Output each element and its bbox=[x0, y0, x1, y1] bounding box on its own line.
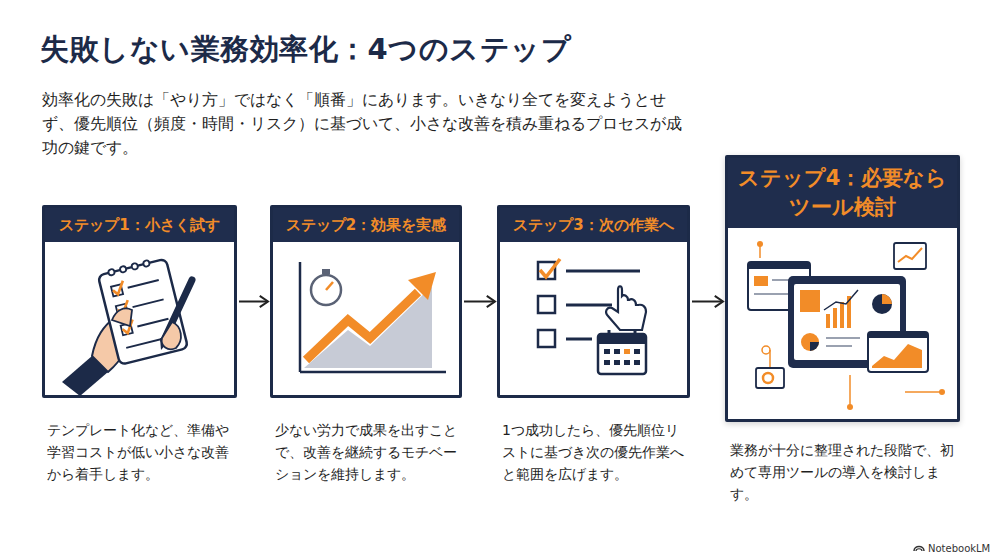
intro-text: 効率化の失敗は「やり方」ではなく「順番」にあります。いきなり全てを変えようとせず… bbox=[42, 88, 682, 160]
flow-arrow bbox=[239, 296, 268, 307]
arrow-head bbox=[715, 296, 723, 307]
step-title: ステップ3：次の作業へ bbox=[513, 215, 673, 236]
step-header: ステップ4：必要ならツール検討 bbox=[728, 158, 957, 228]
watermark-text: NotebookLM bbox=[928, 543, 990, 554]
step-description: 業務が十分に整理された段階で、初めて専用ツールの導入を検討します。 bbox=[730, 439, 962, 505]
step-box: ステップ3：次の作業へ1つ成功したら、優先順位リストに基づき次の優先作業へと範囲… bbox=[497, 205, 690, 398]
watermark-icon-part bbox=[914, 547, 924, 552]
step-header: ステップ1：小さく試す bbox=[45, 208, 234, 242]
step-title: ステップ1：小さく試す bbox=[59, 215, 219, 236]
step-box: ステップ2：効果を実感少ない労力で成果を出すことで、改善を継続するモチベーション… bbox=[270, 205, 462, 398]
step-header: ステップ2：効果を実感 bbox=[273, 208, 459, 242]
arrow-line bbox=[239, 301, 268, 303]
step-box: ステップ1：小さく試すテンプレート化など、準備や学習コストが低い小さな改善から着… bbox=[42, 205, 237, 398]
arrow-head bbox=[487, 296, 495, 307]
watermark-icon-part bbox=[916, 549, 922, 551]
step-box: ステップ4：必要ならツール検討業務が十分に整理された段階で、初めて専用ツールの導… bbox=[725, 155, 960, 422]
step-description: テンプレート化など、準備や学習コストが低い小さな改善から着手します。 bbox=[47, 419, 239, 485]
step-description: 1つ成功したら、優先順位リストに基づき次の優先作業へと範囲を広げます。 bbox=[502, 419, 692, 485]
step-title: ステップ4：必要ならツール検討 bbox=[737, 164, 949, 222]
watermark-icon bbox=[914, 547, 924, 552]
flow-arrow bbox=[464, 296, 495, 307]
arrow-line bbox=[464, 301, 495, 303]
step-description: 少ない労力で成果を出すことで、改善を継続するモチベーションを維持します。 bbox=[275, 419, 465, 485]
arrow-head bbox=[260, 296, 268, 307]
flow-arrow bbox=[692, 296, 723, 307]
arrow-line bbox=[692, 301, 723, 303]
step-header: ステップ3：次の作業へ bbox=[500, 208, 687, 242]
page-title: 失敗しない業務効率化：4つのステップ bbox=[40, 30, 571, 70]
step-title: ステップ2：効果を実感 bbox=[286, 215, 446, 236]
